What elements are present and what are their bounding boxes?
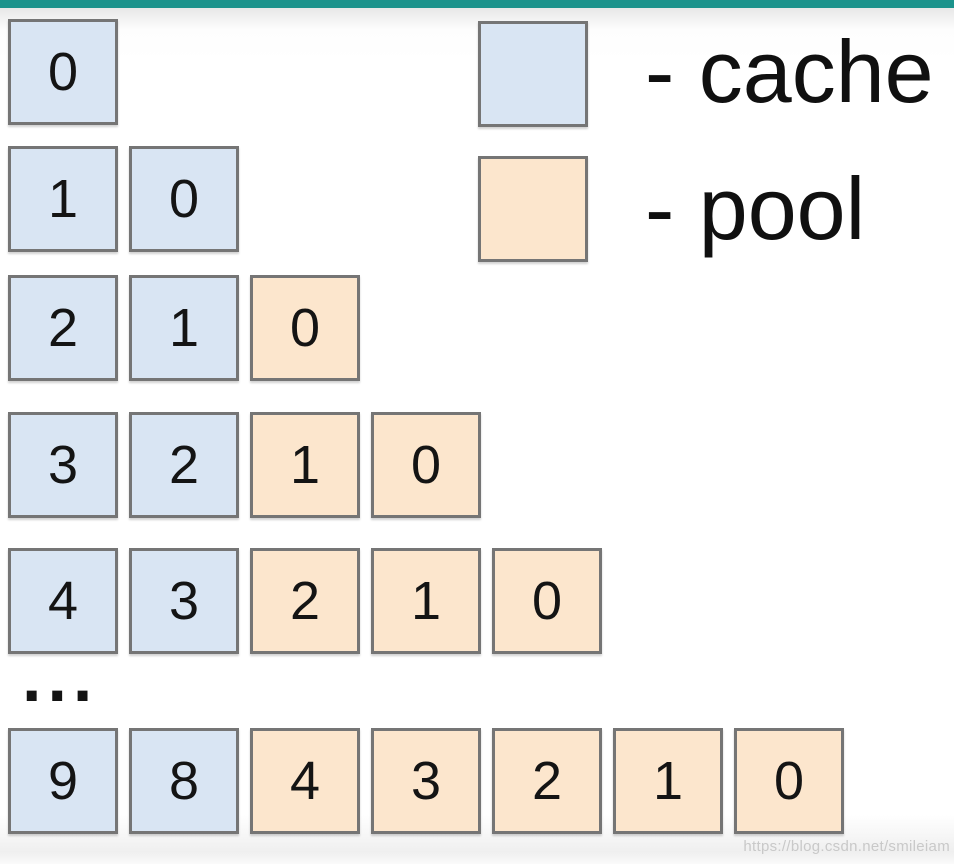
pool-cell: 0	[250, 275, 360, 381]
cache-cell: 0	[8, 19, 118, 125]
pool-cell: 2	[250, 548, 360, 654]
cache-cell: 1	[129, 275, 239, 381]
ellipsis: ...	[22, 638, 99, 716]
cache-cell: 0	[129, 146, 239, 252]
cache-cell: 2	[129, 412, 239, 518]
pool-cell: 1	[250, 412, 360, 518]
watermark: https://blog.csdn.net/smileiam	[743, 838, 950, 855]
legend-cache-swatch	[478, 21, 588, 127]
diagram-row: 0	[8, 19, 118, 125]
legend-pool-swatch	[478, 156, 588, 262]
pool-cell: 2	[492, 728, 602, 834]
pool-cell: 1	[613, 728, 723, 834]
cache-cell: 4	[8, 548, 118, 654]
pool-cell: 3	[371, 728, 481, 834]
cache-cell: 2	[8, 275, 118, 381]
top-accent-bar	[0, 0, 954, 8]
cache-cell: 9	[8, 728, 118, 834]
pool-cell: 0	[492, 548, 602, 654]
cache-cell: 3	[8, 412, 118, 518]
cache-cell: 3	[129, 548, 239, 654]
pool-cell: 4	[250, 728, 360, 834]
cache-cell: 8	[129, 728, 239, 834]
pool-cell: 1	[371, 548, 481, 654]
cache-cell: 1	[8, 146, 118, 252]
pool-cell: 0	[371, 412, 481, 518]
pool-cell: 0	[734, 728, 844, 834]
legend-cache-label: - cache	[645, 22, 934, 121]
legend-pool-label: - pool	[645, 159, 866, 258]
